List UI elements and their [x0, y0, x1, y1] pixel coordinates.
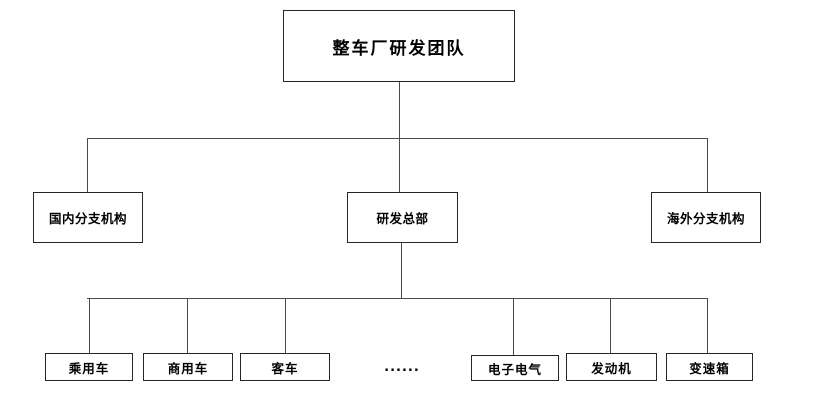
org-node-bus: 客车	[240, 353, 330, 381]
connector-level1-horizontal	[87, 138, 707, 139]
connector-root-to-hq	[399, 82, 400, 192]
connector-level2-horizontal	[87, 298, 707, 299]
org-node-gearbox: 变速箱	[666, 353, 753, 381]
org-node-root: 整车厂研发团队	[283, 10, 515, 82]
connector-drop-commercial-vehicle	[187, 298, 188, 353]
org-node-passenger-car: 乘用车	[45, 353, 133, 381]
connector-drop-electronics	[513, 298, 514, 355]
connector-drop-engine	[610, 298, 611, 353]
org-node-rd-headquarters: 研发总部	[347, 192, 458, 243]
org-node-domestic-branch: 国内分支机构	[33, 192, 143, 243]
connector-hq-to-level3	[401, 243, 402, 298]
org-node-overseas-branch: 海外分支机构	[651, 192, 761, 243]
ellipsis-text: ......	[384, 359, 420, 375]
org-node-commercial-vehicle: 商用车	[143, 353, 233, 381]
connector-drop-overseas	[707, 138, 708, 192]
connector-drop-domestic	[87, 138, 88, 192]
connector-drop-passenger-car	[89, 298, 90, 353]
org-node-engine: 发动机	[566, 353, 657, 381]
connector-drop-gearbox	[707, 298, 708, 353]
org-node-electronics: 电子电气	[471, 355, 559, 381]
connector-drop-bus	[285, 298, 286, 353]
